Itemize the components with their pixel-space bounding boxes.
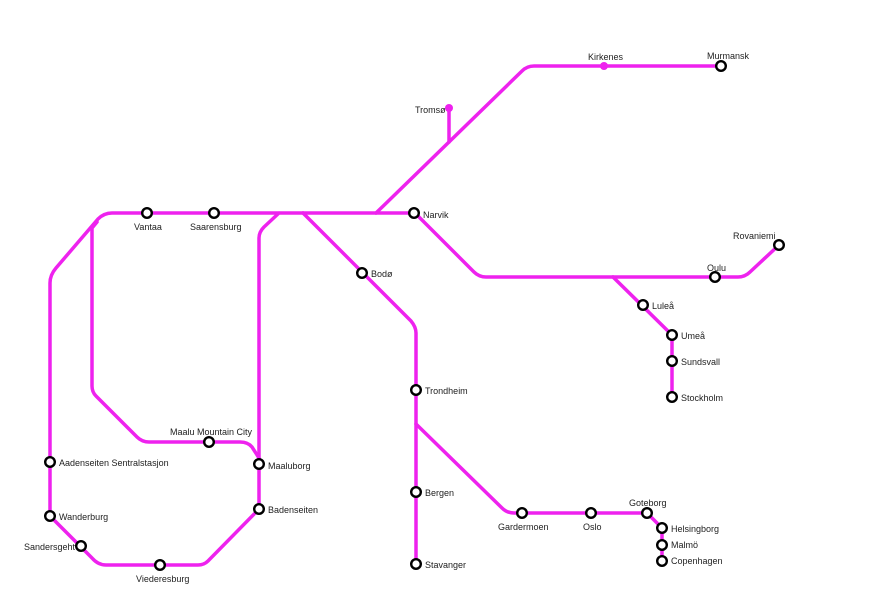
track-arctic — [374, 64, 723, 215]
station-marker-stockholm[interactable] — [666, 391, 679, 404]
station-marker-murmansk[interactable] — [715, 60, 728, 73]
station-marker-viederesburg[interactable] — [153, 559, 166, 572]
station-marker-maaluborg[interactable] — [252, 458, 265, 471]
station-marker-copenhagen[interactable] — [656, 555, 669, 568]
station-marker-trondheim[interactable] — [410, 384, 423, 397]
station-marker-stavanger[interactable] — [410, 558, 423, 571]
station-label-rovaniemi: Rovaniemi — [733, 231, 776, 241]
station-label-vantaa: Vantaa — [134, 222, 162, 232]
station-label-oslo: Oslo — [583, 522, 602, 532]
station-label-maalu-mountain-city: Maalu Mountain City — [170, 427, 253, 437]
station-label-viederesburg: Viederesburg — [136, 574, 189, 584]
track-bodo-south — [301, 211, 418, 566]
station-label-tromso: Tromsø — [415, 105, 446, 115]
station-label-malmo: Malmö — [671, 540, 698, 550]
station-marker-vantaa[interactable] — [140, 206, 153, 219]
station-label-narvik: Narvik — [423, 210, 449, 220]
station-label-sandersgeht: Sandersgeht — [24, 542, 76, 552]
station-marker-umea[interactable] — [666, 329, 679, 342]
station-label-umea: Umeå — [681, 331, 705, 341]
station-label-goteborg: Goteborg — [629, 498, 667, 508]
station-marker-wanderburg[interactable] — [44, 510, 57, 523]
station-label-kirkenes: Kirkenes — [588, 52, 624, 62]
station-label-gardermoen: Gardermoen — [498, 522, 549, 532]
station-label-stavanger: Stavanger — [425, 560, 466, 570]
station-marker-oslo[interactable] — [585, 507, 598, 520]
station-label-murmansk: Murmansk — [707, 51, 750, 61]
station-marker-saarensburg[interactable] — [207, 206, 220, 219]
stations-layer — [44, 60, 786, 572]
station-marker-sundsvall[interactable] — [666, 355, 679, 368]
station-marker-malmo[interactable] — [656, 539, 669, 552]
station-marker-gardermoen[interactable] — [516, 507, 529, 520]
station-label-wanderburg: Wanderburg — [59, 512, 108, 522]
station-marker-badenseiten[interactable] — [252, 503, 265, 516]
station-label-bodo: Bodø — [371, 269, 393, 279]
station-label-helsingborg: Helsingborg — [671, 524, 719, 534]
station-marker-tromso[interactable] — [445, 104, 453, 112]
station-label-aadenseiten-sentralstasjon: Aadenseiten Sentralstasjon — [59, 458, 169, 468]
station-label-trondheim: Trondheim — [425, 386, 468, 396]
station-marker-sandersgeht[interactable] — [74, 540, 87, 553]
station-marker-oulu[interactable] — [709, 271, 722, 284]
station-marker-helsingborg[interactable] — [656, 522, 669, 535]
station-marker-rovaniemi[interactable] — [773, 238, 786, 251]
station-marker-bodo[interactable] — [356, 267, 369, 280]
station-marker-maalu-mountain-city[interactable] — [202, 436, 215, 449]
station-label-stockholm: Stockholm — [681, 393, 723, 403]
station-label-maaluborg: Maaluborg — [268, 461, 311, 471]
station-marker-lulea[interactable] — [637, 299, 650, 312]
station-marker-narvik[interactable] — [408, 206, 421, 219]
track-oslo — [414, 422, 664, 562]
track-main-trunk — [48, 211, 417, 567]
station-label-saarensburg: Saarensburg — [190, 222, 242, 232]
station-marker-bergen[interactable] — [410, 486, 423, 499]
station-label-copenhagen: Copenhagen — [671, 556, 723, 566]
station-label-badenseiten: Badenseiten — [268, 505, 318, 515]
station-label-oulu: Oulu — [707, 263, 726, 273]
station-label-lulea: Luleå — [652, 301, 674, 311]
station-label-sundsvall: Sundsvall — [681, 357, 720, 367]
station-marker-aadenseiten-sentralstasjon[interactable] — [44, 456, 57, 469]
station-marker-goteborg[interactable] — [641, 507, 654, 520]
track-sweden — [611, 275, 674, 399]
track-inner-branch — [90, 220, 261, 460]
station-marker-kirkenes[interactable] — [600, 62, 608, 70]
station-label-bergen: Bergen — [425, 488, 454, 498]
